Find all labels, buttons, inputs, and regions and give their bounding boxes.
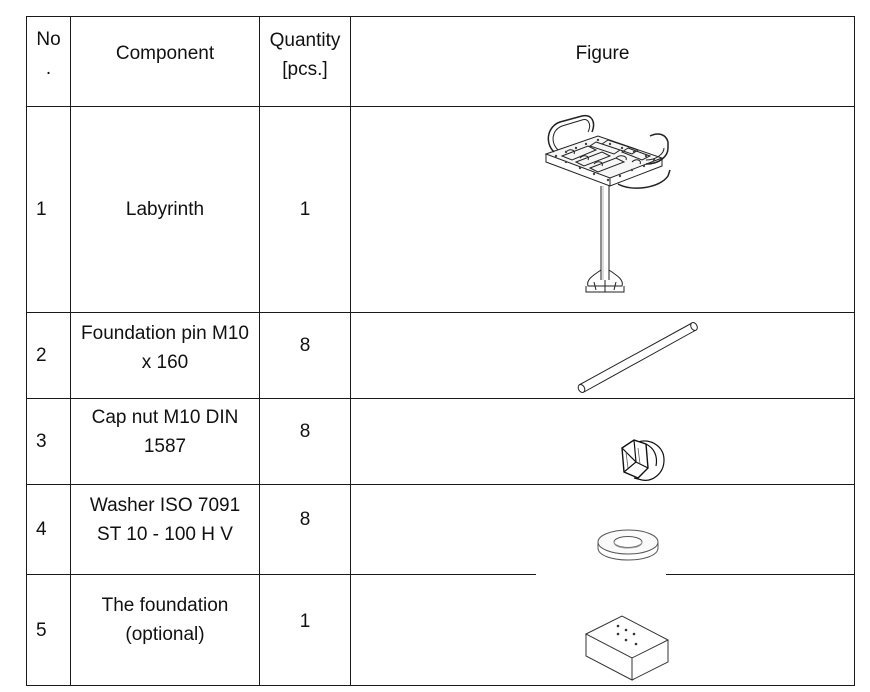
row-divider bbox=[26, 398, 855, 399]
divider-gap bbox=[536, 573, 666, 577]
row-5-component: The foundation (optional) bbox=[101, 595, 229, 645]
header-quantity: Quantity [pcs.] bbox=[269, 30, 341, 80]
row-5-quantity: 1 bbox=[299, 610, 311, 632]
row-divider bbox=[26, 574, 855, 575]
table-border-right bbox=[854, 16, 855, 686]
column-divider bbox=[70, 16, 71, 686]
table-border-top bbox=[26, 16, 855, 17]
row-2-component: Foundation pin M10 x 160 bbox=[81, 323, 249, 373]
row-3-quantity: 8 bbox=[299, 420, 311, 442]
table-border-bottom bbox=[26, 685, 855, 686]
foundation-pin-icon bbox=[574, 319, 702, 395]
row-3-no: 3 bbox=[36, 431, 47, 452]
row-1-no: 1 bbox=[36, 199, 47, 220]
row-4-no: 4 bbox=[36, 519, 47, 540]
row-4-component: Washer ISO 7091 ST 10 - 100 H V bbox=[89, 495, 241, 545]
row-divider bbox=[26, 106, 855, 107]
parts-table: No . Component Quantity [pcs.] Figure 1 … bbox=[26, 16, 855, 686]
header-no: No . bbox=[36, 29, 61, 79]
row-3-component: Cap nut M10 DIN 1587 bbox=[91, 407, 239, 457]
column-divider bbox=[259, 16, 260, 686]
foundation-block-icon bbox=[582, 610, 674, 686]
column-divider bbox=[350, 16, 351, 686]
labyrinth-icon bbox=[536, 112, 678, 298]
washer-icon bbox=[593, 524, 663, 566]
header-component: Component bbox=[115, 42, 215, 64]
header-figure: Figure bbox=[575, 42, 630, 64]
row-divider bbox=[26, 484, 855, 485]
row-5-no: 5 bbox=[36, 619, 47, 641]
row-4-quantity: 8 bbox=[299, 509, 311, 530]
row-1-component: Labyrinth bbox=[125, 199, 205, 220]
row-divider bbox=[26, 312, 855, 313]
cap-nut-icon bbox=[616, 434, 668, 484]
row-2-no: 2 bbox=[36, 345, 47, 366]
row-2-quantity: 8 bbox=[299, 335, 311, 356]
row-1-quantity: 1 bbox=[299, 199, 311, 220]
table-border-left bbox=[26, 16, 27, 686]
